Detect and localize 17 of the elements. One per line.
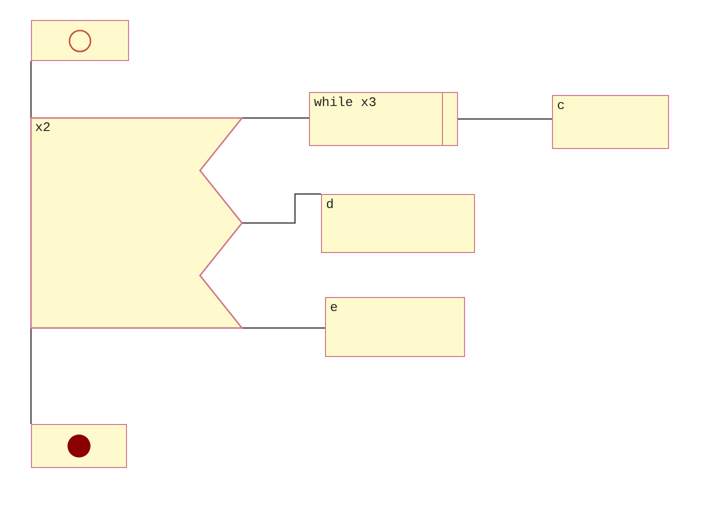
node-label: e [330, 300, 338, 315]
node-label: x2 [35, 120, 51, 135]
connector-line [458, 118, 552, 120]
process-box [552, 95, 669, 149]
connector-line [30, 61, 32, 118]
connector-line [242, 327, 325, 329]
node-label: d [326, 197, 334, 212]
connector-line [30, 328, 32, 424]
loop-box [309, 92, 458, 146]
node-label: while x3 [314, 95, 376, 110]
start-box [31, 20, 129, 61]
process-box [325, 297, 465, 357]
connector-line [242, 117, 309, 119]
connector-line [242, 193, 321, 224]
node-label: c [557, 98, 565, 113]
end-box [31, 424, 127, 468]
process-box [321, 194, 475, 253]
